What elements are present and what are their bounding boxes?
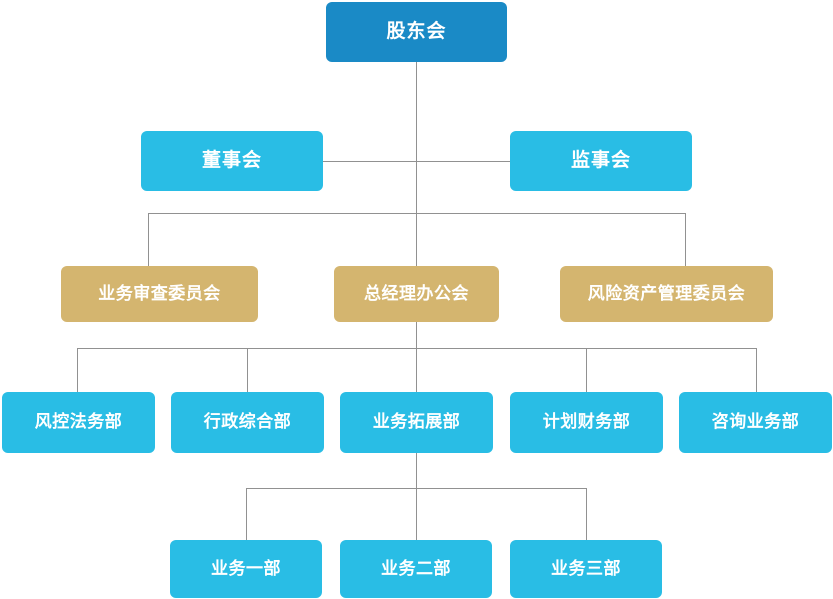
- connector-dept-3-drop: [416, 348, 417, 392]
- connector-committees-bus: [148, 213, 686, 214]
- connector-bizdev-drop: [416, 453, 417, 488]
- node-risk-asset-management-committee[interactable]: 风险资产管理委员会: [560, 266, 773, 322]
- node-board-of-directors[interactable]: 董事会: [141, 131, 323, 191]
- connector-dept-5-drop: [756, 348, 757, 392]
- connector-subdept-1-drop: [246, 488, 247, 540]
- node-administration-dept[interactable]: 行政综合部: [171, 392, 324, 453]
- node-consulting-business-dept[interactable]: 咨询业务部: [679, 392, 832, 453]
- connector-gm-office-drop: [416, 322, 417, 348]
- connector-subdept-3-drop: [586, 488, 587, 540]
- node-planning-finance-dept[interactable]: 计划财务部: [510, 392, 663, 453]
- node-business-development-dept[interactable]: 业务拓展部: [340, 392, 493, 453]
- connector-committee-left-drop: [148, 213, 149, 266]
- connector-committee-right-drop: [685, 213, 686, 266]
- connector-subdept-2-drop: [416, 488, 417, 540]
- node-business-unit-2[interactable]: 业务二部: [340, 540, 492, 598]
- node-board-of-supervisors[interactable]: 监事会: [510, 131, 692, 191]
- connector-dept-2-drop: [247, 348, 248, 392]
- node-risk-control-legal-dept[interactable]: 风控法务部: [2, 392, 155, 453]
- connector-committee-center-drop: [416, 213, 417, 266]
- connector-root-drop: [416, 62, 417, 161]
- node-business-review-committee[interactable]: 业务审查委员会: [61, 266, 258, 322]
- connector-boards-drop: [416, 161, 417, 214]
- node-business-unit-3[interactable]: 业务三部: [510, 540, 662, 598]
- connector-departments-bus: [77, 348, 757, 349]
- connector-dept-1-drop: [77, 348, 78, 392]
- node-shareholders-meeting[interactable]: 股东会: [326, 2, 507, 62]
- node-business-unit-1[interactable]: 业务一部: [170, 540, 322, 598]
- node-general-manager-office-meeting[interactable]: 总经理办公会: [334, 266, 499, 322]
- connector-dept-4-drop: [586, 348, 587, 392]
